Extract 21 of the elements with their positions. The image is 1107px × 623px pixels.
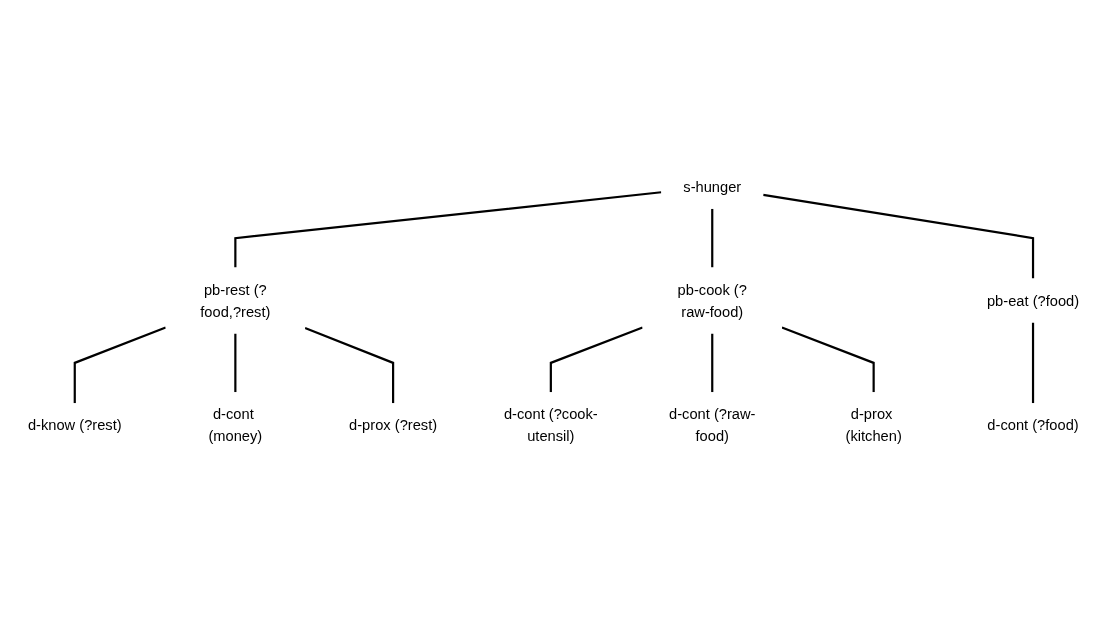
connector xyxy=(234,191,662,268)
node-text: pb-cook (?raw-food) xyxy=(677,281,747,320)
node-text: pb-rest (?food,?rest) xyxy=(200,281,271,320)
connector xyxy=(73,326,167,404)
node-text: s-hunger xyxy=(683,178,742,195)
connector xyxy=(781,326,875,393)
connector xyxy=(234,333,237,393)
node-text: d-cont (?raw-food) xyxy=(669,406,756,445)
node-text: d-cont (?cook-utensil) xyxy=(503,406,598,445)
connector xyxy=(1031,322,1035,404)
node-text: d-cont (money) xyxy=(208,406,263,445)
connector xyxy=(763,193,1035,279)
connector xyxy=(304,327,395,404)
node-text: d-prox (?rest) xyxy=(349,417,438,434)
connector xyxy=(711,333,714,393)
node-text: d-prox (kitchen) xyxy=(845,406,902,445)
connector xyxy=(549,326,643,393)
connector xyxy=(711,208,714,268)
node-text: d-know (?rest) xyxy=(27,417,122,434)
node-text: pb-eat (?food) xyxy=(986,292,1080,309)
node-text: d-cont (?food) xyxy=(987,417,1079,434)
